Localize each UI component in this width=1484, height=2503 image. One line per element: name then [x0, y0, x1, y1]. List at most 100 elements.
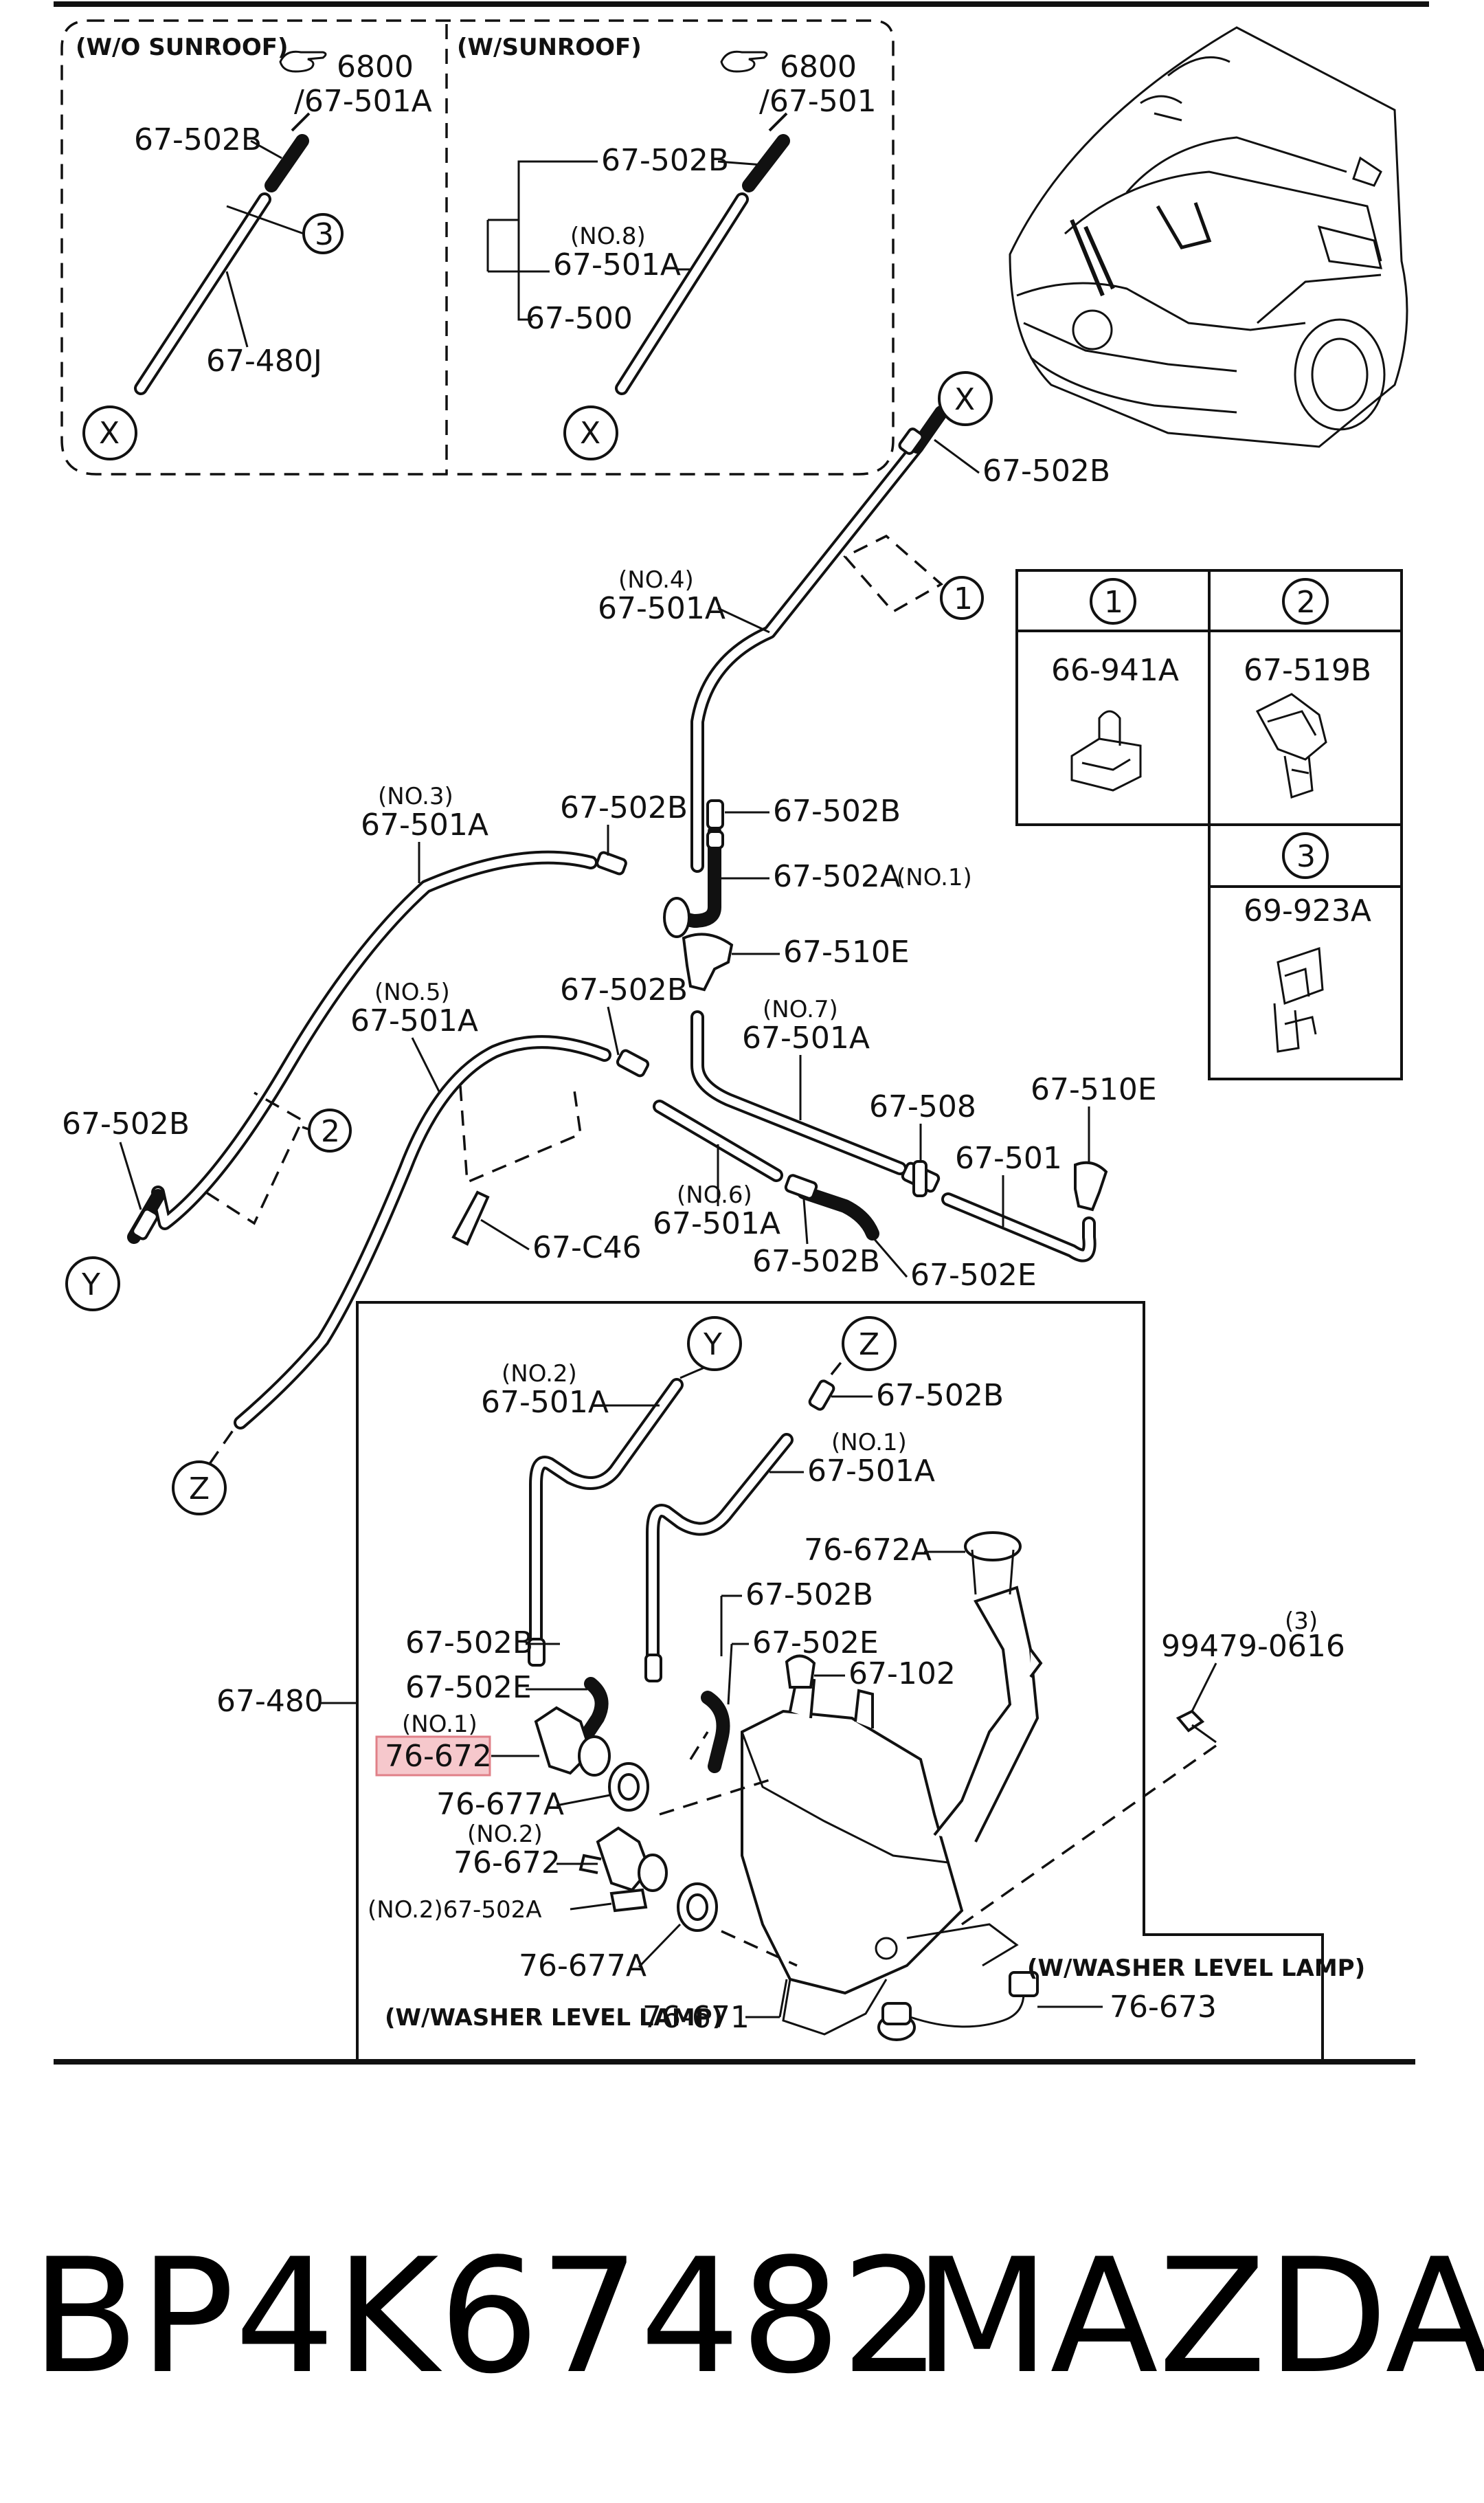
marker-z-lower — [842, 1316, 897, 1371]
svg-text:3: 3 — [1296, 839, 1316, 874]
marker-x-without-text: X — [99, 416, 120, 451]
bracket-icon — [451, 1190, 490, 1246]
svg-text:67-502B: 67-502B — [560, 790, 688, 825]
svg-text:(NO.1): (NO.1) — [402, 1711, 477, 1738]
marker-x-without — [82, 405, 137, 460]
legend-cell-3: 3 69-923A — [1244, 832, 1371, 1053]
inset-frame — [60, 19, 895, 476]
footer-brand: MAZDA — [914, 2225, 1484, 2409]
svg-text:Y: Y — [81, 1267, 100, 1302]
svg-text:(NO.7): (NO.7) — [763, 996, 838, 1023]
markers-lower: Y Z — [679, 1316, 897, 1379]
svg-text:67-501A: 67-501A — [361, 808, 488, 843]
label-no8: (NO.8) — [570, 223, 646, 250]
svg-text:67-510E: 67-510E — [783, 935, 910, 970]
hose-without — [134, 134, 309, 395]
svg-text:(NO.1): (NO.1) — [897, 864, 972, 891]
nozzle-icon — [682, 933, 1108, 1212]
inset-with-sunroof: (W/SUNROOF) 6800 /67-501 67-502B (NO.8) … — [457, 34, 877, 460]
svg-text:67-502B: 67-502B — [405, 1625, 533, 1660]
clip-icon — [1070, 710, 1142, 792]
svg-text:X: X — [954, 382, 975, 417]
svg-text:67-C46: 67-C46 — [532, 1230, 642, 1265]
hose-routing-lower — [528, 1356, 846, 1773]
inset-title-without-sunroof: (W/O SUNROOF) — [76, 34, 289, 61]
tee-connector-icon — [901, 1160, 941, 1197]
marker-z-main — [172, 1460, 227, 1515]
svg-text:(NO.2): (NO.2) — [502, 1360, 577, 1388]
legend-cell-2: 2 67-519B — [1244, 578, 1371, 799]
svg-text:66-941A: 66-941A — [1051, 653, 1179, 688]
svg-text:67-502E: 67-502E — [910, 1258, 1037, 1293]
svg-text:67-501: 67-501 — [955, 1141, 1062, 1176]
svg-text:67-502B: 67-502B — [752, 1244, 880, 1279]
label-clip-ref-without: 3 — [315, 217, 334, 252]
svg-text:67-502B: 67-502B — [560, 972, 688, 1008]
ref-part-without: /67-501A — [294, 84, 432, 119]
marker-x-with — [563, 405, 618, 460]
gasket-icon — [608, 1762, 718, 1932]
svg-text:76-672: 76-672 — [385, 1739, 492, 1774]
svg-text:67-502A: 67-502A — [773, 859, 901, 894]
svg-text:(NO.6): (NO.6) — [677, 1181, 752, 1209]
clip-icon — [1273, 946, 1324, 1053]
svg-text:(W/WASHER LEVEL LAMP): (W/WASHER LEVEL LAMP) — [1027, 1955, 1365, 1982]
vehicle-illustration — [1009, 26, 1408, 448]
reservoir-tank-icon — [741, 1531, 1043, 2036]
svg-text:67-508: 67-508 — [869, 1089, 976, 1124]
plug-icon — [785, 1654, 816, 1689]
svg-text:(NO.1): (NO.1) — [831, 1429, 907, 1456]
svg-text:67-501A: 67-501A — [598, 591, 726, 626]
hand-pointer-icon — [720, 50, 768, 73]
svg-text:67-501A: 67-501A — [807, 1454, 935, 1489]
hose-routing-upper — [127, 405, 1108, 1430]
bolt-icon — [1176, 1709, 1217, 1744]
marker-x-with-text: X — [580, 416, 600, 451]
inset-without-sunroof: (W/O SUNROOF) 6800 /67-501A 67-502B 3 67… — [76, 34, 432, 460]
svg-text:67-519B: 67-519B — [1244, 653, 1371, 688]
ref-arrow — [291, 112, 311, 132]
labels-upper: 67-502B (NO.4) 67-501A (NO.3) 67-501A 67… — [62, 438, 1157, 1293]
highlight-76-672: 76-672 — [375, 1735, 492, 1777]
svg-text:(NO.4): (NO.4) — [618, 566, 694, 594]
svg-text:99479-0616: 99479-0616 — [1161, 1629, 1345, 1664]
svg-text:67-502B: 67-502B — [62, 1106, 190, 1142]
connector-502b-lower — [528, 1379, 835, 1682]
svg-text:76-672: 76-672 — [453, 1845, 561, 1880]
svg-text:67-501A: 67-501A — [653, 1206, 780, 1241]
legend-cell-1: 1 66-941A — [1051, 578, 1179, 792]
label-hose-without: 67-480J — [206, 344, 322, 379]
ref-part-with: /67-501 — [759, 84, 877, 119]
svg-text:67-502E: 67-502E — [752, 1625, 879, 1660]
svg-text:2: 2 — [1296, 585, 1316, 620]
svg-text:(W/WASHER LEVEL LAMP): (W/WASHER LEVEL LAMP) — [385, 2004, 723, 2032]
svg-text:76-673: 76-673 — [1110, 1990, 1217, 2025]
svg-text:76-677A: 76-677A — [519, 1948, 647, 1983]
label-hose-with: 67-501A — [553, 247, 681, 282]
svg-text:(NO.2): (NO.2) — [467, 1821, 543, 1848]
inset-title-with-sunroof: (W/SUNROOF) — [457, 34, 642, 61]
svg-text:76-677A: 76-677A — [436, 1787, 564, 1822]
svg-text:67-501A: 67-501A — [481, 1385, 609, 1420]
label-connector-with: 67-502B — [601, 143, 729, 178]
ref-circle-2 — [308, 1109, 352, 1153]
svg-text:2: 2 — [321, 1114, 340, 1149]
svg-text:76-672A: 76-672A — [804, 1533, 932, 1568]
svg-text:(3): (3) — [1285, 1608, 1318, 1635]
svg-text:67-502E: 67-502E — [405, 1670, 532, 1705]
ref-number-with: 6800 — [780, 49, 857, 85]
svg-text:67-502B: 67-502B — [982, 454, 1110, 489]
svg-text:1: 1 — [954, 581, 973, 616]
markers-upper: X 1 2 Y Z — [65, 371, 993, 1515]
svg-text:(NO.3): (NO.3) — [378, 783, 453, 810]
ref-circle-1 — [940, 576, 984, 620]
svg-text:67-501A: 67-501A — [742, 1021, 870, 1056]
label-assy-with: 67-500 — [526, 301, 633, 336]
svg-text:69-923A: 69-923A — [1244, 893, 1371, 928]
hand-pointer-icon — [279, 50, 327, 73]
marker-y-main — [65, 1256, 120, 1311]
svg-text:67-480: 67-480 — [216, 1684, 324, 1719]
grommet — [663, 897, 690, 938]
pump-icon — [534, 1706, 668, 1892]
